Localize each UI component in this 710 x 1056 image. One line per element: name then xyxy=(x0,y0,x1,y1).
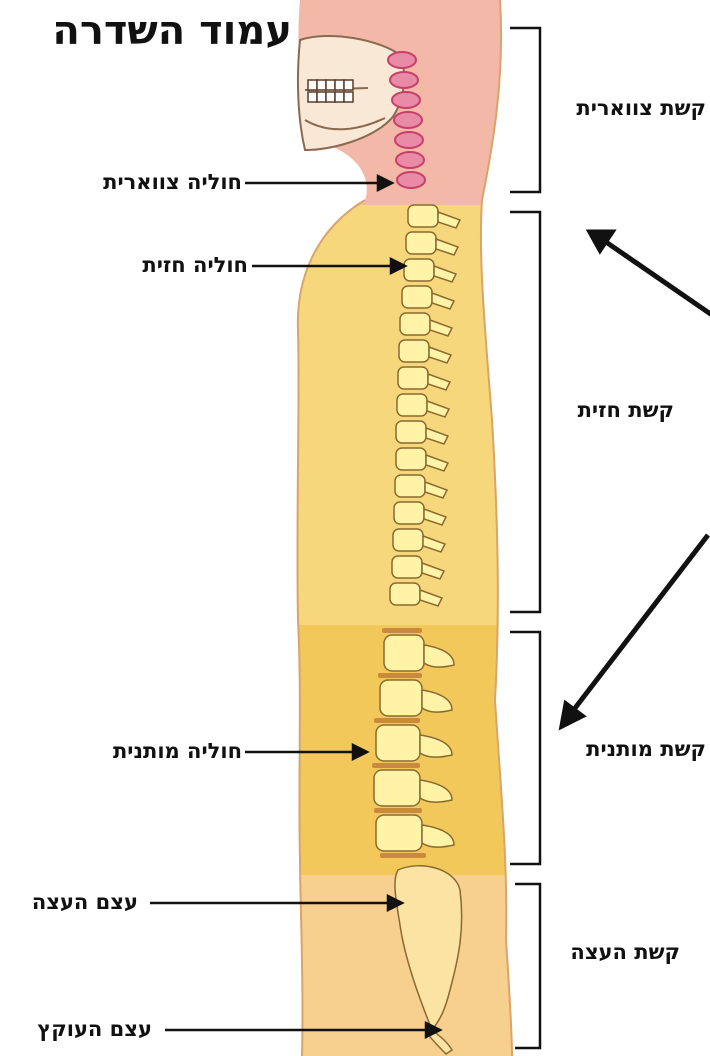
label-lumbar-curve: קשת מותנית xyxy=(586,737,706,761)
label-thoracic-vertebra: חוליה חזית xyxy=(142,253,248,277)
curve-arrows xyxy=(562,232,710,726)
label-lumbar-vertebra: חוליה מותנית xyxy=(113,739,242,763)
label-coccyx: עצם העוקץ xyxy=(37,1017,152,1041)
label-cervical-vertebra: חוליה צווארית xyxy=(103,170,242,194)
label-cervical-curve: קשת צווארית xyxy=(576,96,706,120)
lumbar-bracket xyxy=(510,632,540,864)
cervical-bracket xyxy=(510,28,540,192)
sacral-bracket xyxy=(515,884,540,1048)
diagram-title: עמוד השדרה xyxy=(52,8,292,54)
region-brackets xyxy=(510,28,540,1048)
label-sacrum: עצם העצה xyxy=(32,890,138,914)
label-thoracic-curve: קשת חזית xyxy=(578,398,674,422)
label-sacral-curve: קשת העצה xyxy=(570,940,680,964)
thoracic-bracket xyxy=(510,212,540,612)
